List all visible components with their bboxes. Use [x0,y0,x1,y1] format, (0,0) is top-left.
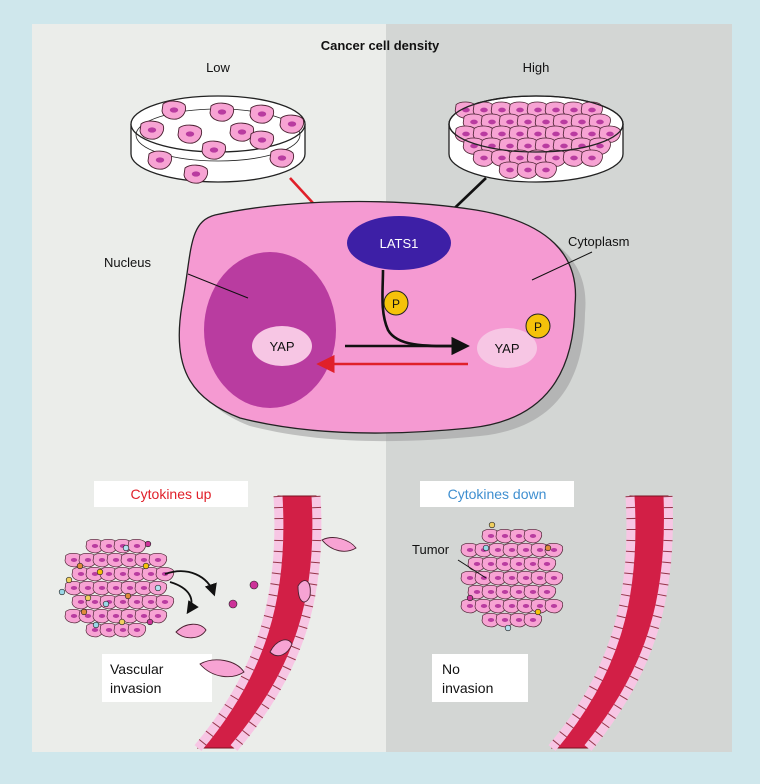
cytokine-dot [118,618,126,626]
intravasating-cell-2 [199,659,245,678]
dissemination-arrow-1 [164,570,217,597]
migrating-cell [175,623,207,639]
lats1-label: LATS1 [380,236,419,251]
cancer-cell: YAP LATS1 YAP P P Nucleus Cytoplasm [104,200,629,442]
cytokine-dot [544,544,552,552]
cytokine-dots-left [58,540,162,629]
cytokine-dot [96,568,104,576]
tumor-cell [155,594,175,610]
cytoplasm-label: Cytoplasm [568,234,629,249]
vascular-invasion-box [102,654,212,702]
circulating-cell-2 [269,639,293,657]
vascular-invasion-line2: invasion [110,680,161,696]
high-density-label: High [523,60,550,75]
tumor-cell [544,570,564,586]
yap-cytoplasm-label: YAP [494,341,519,356]
phospho-badge-1 [383,290,409,316]
yap-cytoplasm-blob [477,328,537,368]
blood-vessel-left [194,495,357,751]
cytokines-down-label: Cytokines down [448,486,547,502]
nucleus-leader-line [187,273,249,299]
tumor-cell [127,622,147,638]
low-density-label: Low [206,60,230,75]
high-density-dish: High [448,60,624,183]
cytokine-dot [482,544,490,552]
disseminated-cell-dot-1 [228,599,238,609]
cytokine-dot [122,544,130,552]
cytokine-dot [504,624,512,632]
phospho-badge-2 [525,313,551,339]
tumor-label: Tumor [412,542,450,557]
cytokine-dot [124,592,132,600]
cytokine-dot [466,594,474,602]
cytokine-dot [534,608,542,616]
disseminated-cell-dot-2 [249,580,259,590]
no-invasion-box [432,654,528,702]
cytokine-dot [488,521,496,529]
cytokine-dot [102,600,110,608]
no-invasion-line1: No [442,661,460,677]
lats1 [347,216,451,270]
cytokine-dot [92,621,100,629]
phospho-label-2: P [534,320,542,334]
cytokine-dot [84,594,92,602]
cytokine-dot [76,562,84,570]
cytokine-dots-right [466,521,552,632]
cytokine-dot [146,618,154,626]
dissemination-arrow-2 [169,581,199,615]
cytokines-up-label: Cytokines up [131,486,212,502]
cytokines-down-panel: Cytokines down Tumor No invasion [412,481,574,702]
tumor-cell [523,612,543,628]
diagram-title: Cancer cell density [321,38,440,53]
blood-vessel-right [548,495,673,751]
circulating-cell-1 [297,580,311,603]
cytokine-dot [80,608,88,616]
intravasating-cell-1 [321,537,357,552]
cytokines-up-box [94,481,248,507]
cytokine-dot [142,562,150,570]
tumor-cell [523,528,543,544]
low-density-dish: Low [130,60,306,184]
cytokines-down-box [420,481,574,507]
tumor-cell [544,598,564,614]
tumor-leader-line [457,559,487,579]
tumor-cell [127,538,147,554]
cytokine-dot [65,576,73,584]
dense-cell [534,161,557,179]
nucleus-label: Nucleus [104,255,151,270]
cytoplasm-leader-line [531,251,593,281]
cytokine-dot [154,584,162,592]
cytokines-up-panel: Cytokines up Vascular invasion [58,481,259,702]
dense-cell [580,149,603,167]
no-invasion-line2: invasion [442,680,493,696]
tumor-cell [155,566,175,582]
cytokine-dot [144,540,152,548]
tumor-cell [537,556,557,572]
phospho-label-1: P [392,297,400,311]
tumor-cell [148,552,168,568]
cytokine-dot [58,588,66,596]
yap-nuclear-blob [252,326,312,366]
vascular-invasion-line1: Vascular [110,661,164,677]
tumor-cell [537,584,557,600]
yap-nuclear-label: YAP [269,339,294,354]
